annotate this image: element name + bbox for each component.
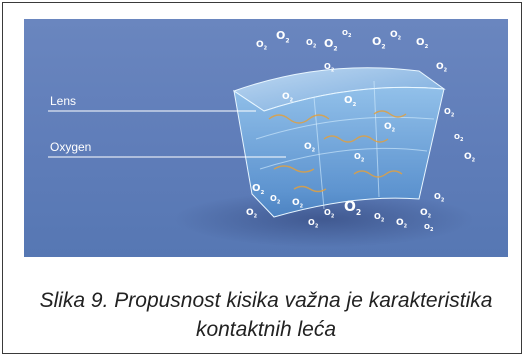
oxygen-molecule: O2: [256, 40, 268, 52]
figure-caption: Slika 9. Propusnost kisika važna je kara…: [11, 286, 521, 344]
oxygen-molecule: O2: [424, 223, 434, 233]
oxygen-molecule: O2: [342, 29, 352, 39]
oxygen-molecule: O2: [396, 218, 408, 230]
lens-front-face: [233, 86, 445, 218]
oxygen-molecule: O2: [444, 107, 455, 118]
lens-shadow: [174, 191, 474, 247]
oxygen-molecule: O2: [416, 37, 429, 50]
oxygen-molecule: O2: [270, 194, 281, 205]
oxygen-molecule: O2: [436, 62, 448, 74]
oxygen-molecule: O2: [306, 38, 317, 49]
oxygen-molecule: O2: [324, 62, 335, 73]
oxygen-molecule: O2: [390, 30, 402, 42]
oxygen-molecule: O2: [374, 212, 385, 223]
oxygen-molecule: O2: [454, 133, 464, 143]
lens-label: Lens: [50, 94, 76, 108]
caption-line-1: Slika 9. Propusnost kisika važna je kara…: [39, 289, 493, 312]
oxygen-molecule: O2: [384, 122, 396, 134]
oxygen-molecule: O2: [308, 218, 319, 229]
caption-line-2: kontaktnih leća: [195, 318, 337, 341]
oxygen-molecule: O2: [246, 208, 258, 220]
oxygen-molecule: O2: [420, 208, 432, 220]
oxygen-molecule: O2: [304, 142, 316, 154]
oxygen-molecule: O2: [434, 192, 445, 203]
oxygen-molecule: O2: [292, 198, 304, 210]
oxygen-molecule: O2: [282, 92, 294, 104]
oxygen-molecule: O2: [324, 37, 338, 52]
oxygen-label: Oxygen: [50, 140, 91, 154]
oxygen-molecule: O2: [464, 152, 476, 164]
polymer-strands: [268, 110, 407, 193]
oxygen-molecule: O2: [354, 152, 365, 163]
oxygen-molecule: O2: [276, 29, 290, 44]
oxygen-molecule: O2: [324, 208, 335, 219]
oxygen-molecule: O2: [372, 35, 386, 50]
